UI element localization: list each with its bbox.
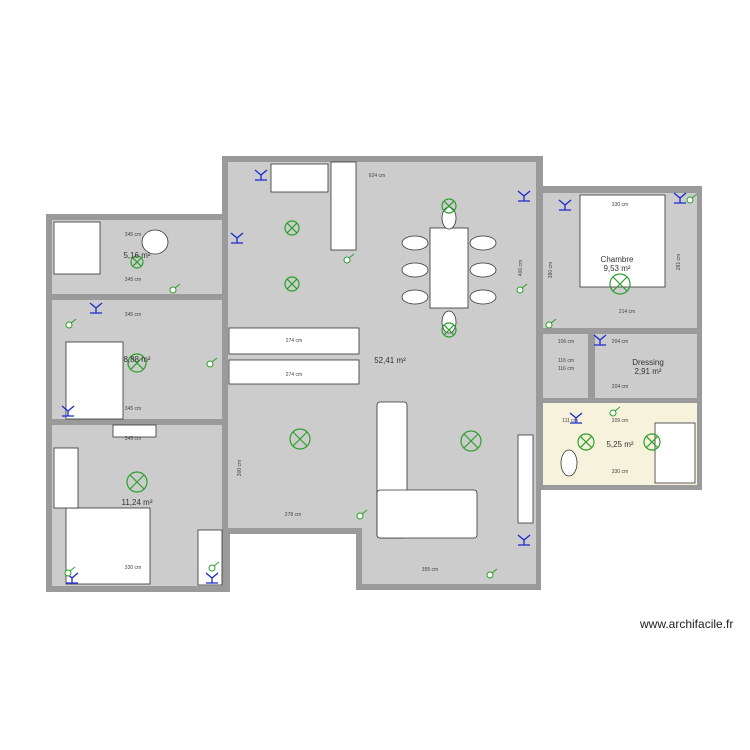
ceiling-light-icon [441, 322, 457, 338]
dimension-label: 345 cm [125, 436, 141, 442]
room-area: 9,53 m² [603, 264, 630, 273]
dimension-label: 204 cm [612, 384, 628, 390]
switch-icon [208, 561, 220, 572]
double-bed [579, 194, 666, 288]
outlet-icon [230, 232, 244, 244]
outlet-icon [558, 199, 572, 211]
dimension-label: 345 cm [125, 232, 141, 238]
room-area: 52,41 m² [374, 356, 406, 365]
outlet-icon [89, 302, 103, 314]
ceiling-light-icon [284, 220, 300, 236]
counter [228, 327, 360, 355]
switch-icon [609, 406, 621, 417]
ceiling-light-icon [460, 430, 482, 452]
outlet-icon [517, 534, 531, 546]
dimension-label: 300 cm [237, 460, 243, 476]
outlet-icon [205, 572, 219, 584]
dressing-floor [595, 334, 697, 398]
room-area: 5,25 m² [606, 440, 633, 449]
dimension-label: 116 cm [558, 366, 574, 372]
dimension-label: 106 cm [558, 339, 574, 345]
switch-icon [343, 253, 355, 264]
dimension-label: 116 cm [558, 358, 574, 364]
ceiling-light-icon [126, 471, 148, 493]
chair [401, 262, 429, 278]
ceiling-light-icon [127, 353, 147, 373]
shower-right [654, 422, 696, 484]
dimension-label: 278 cm [285, 512, 301, 518]
ceiling-light-icon [130, 255, 144, 269]
dimension-label: 111 cm [562, 418, 578, 424]
ceiling-light-icon [289, 428, 311, 450]
dimension-label: 355 cm [422, 567, 438, 573]
room-area: 2,91 m² [634, 367, 661, 376]
switch-icon [356, 509, 368, 520]
room-name: Chambre [601, 255, 634, 264]
dimension-label: 209 cm [612, 418, 628, 424]
outlet-icon [569, 412, 583, 424]
ceiling-light-icon [577, 433, 595, 451]
dimension-label: 274 cm [286, 372, 302, 378]
outlet-icon [517, 190, 531, 202]
chair [401, 289, 429, 305]
chair [469, 235, 497, 251]
dimension-label: 204 cm [612, 339, 628, 345]
room-area: 11,24 m² [122, 498, 153, 507]
chair [469, 289, 497, 305]
room-name: Dressing [632, 358, 664, 367]
chair [401, 235, 429, 251]
dimension-label: 380 cm [548, 262, 554, 278]
tv-unit [517, 434, 534, 524]
single-bed [65, 341, 124, 420]
dimension-label: 345 cm [125, 312, 141, 318]
dimension-label: 281 cm [676, 254, 682, 270]
kitchen-counter [330, 161, 357, 251]
dimension-label: 274 cm [286, 338, 302, 344]
switch-icon [686, 193, 698, 204]
outlet-icon [673, 192, 687, 204]
ceiling-light-icon [284, 276, 300, 292]
ceiling-light-icon [441, 198, 457, 214]
dimension-label: 330 cm [612, 202, 628, 208]
dimension-label: 330 cm [125, 565, 141, 571]
dimension-label: 400 cm [518, 260, 524, 276]
dimension-label: 214 cm [619, 309, 635, 315]
dimension-label: 345 cm [125, 406, 141, 412]
shower [53, 221, 101, 275]
toilet [141, 229, 169, 255]
outlet-icon [254, 169, 268, 181]
dimension-label: 345 cm [125, 277, 141, 283]
switch-icon [545, 318, 557, 329]
room-area: 8,88 m² [123, 355, 150, 364]
room-area: 5,16 m² [123, 251, 150, 260]
switch-icon [65, 318, 77, 329]
outlet-icon [593, 334, 607, 346]
switch-icon [486, 568, 498, 579]
outlet-icon [61, 405, 75, 417]
switch-icon [169, 283, 181, 294]
chair [441, 310, 457, 334]
watermark: www.archifacile.fr [640, 617, 734, 631]
toilet-right [560, 449, 578, 477]
sink [270, 163, 329, 193]
ceiling-light-icon [609, 273, 631, 295]
switch-icon [516, 283, 528, 294]
bed [65, 507, 151, 585]
switch-icon [206, 357, 218, 368]
switch-icon [64, 566, 76, 577]
dimension-label: 330 cm [612, 469, 628, 475]
dining-table [429, 227, 469, 309]
dimension-label: 624 cm [369, 173, 385, 179]
furniture [53, 161, 696, 586]
ceiling-light-icon [643, 433, 661, 451]
chair [469, 262, 497, 278]
